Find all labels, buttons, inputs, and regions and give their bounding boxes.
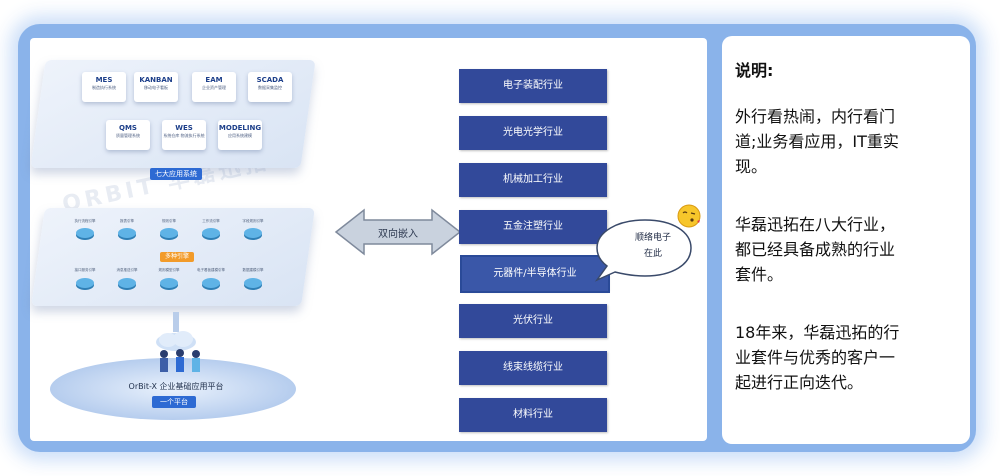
engine-disc [202, 278, 220, 288]
systems-label: 七大应用系统 [150, 168, 202, 180]
engine-disc [118, 228, 136, 238]
text-line: 都已经具备成熟的行业 [735, 240, 896, 259]
engine-label: 工作流引擎 [202, 219, 220, 223]
module-eam: EAM 企业资产管理 [192, 72, 236, 102]
kiss-emoji-icon [677, 204, 701, 228]
text-line: 18年来，华磊迅拓的行 [735, 323, 900, 342]
cloud-connector-icon [156, 312, 196, 351]
explanation-paragraph-2: 华磊迅拓在八大行业， 都已经具备成熟的行业 套件。 [735, 212, 957, 287]
engine-disc [202, 228, 220, 238]
engine-disc [160, 278, 178, 288]
module-title: QMS [119, 124, 137, 132]
industry-item: 光伏行业 [459, 304, 607, 338]
engine-label: 规则模型引擎 [158, 268, 180, 272]
explanation-panel [722, 36, 970, 444]
module-title: MES [95, 76, 113, 84]
engine-label: 规则引擎 [162, 219, 176, 223]
industry-item: 材料行业 [459, 398, 607, 432]
module-title: MODELING [218, 124, 262, 132]
module-title: WES [175, 124, 193, 132]
module-title: EAM [205, 76, 223, 84]
module-subtitle: 应用系统建模 [228, 133, 252, 138]
explanation-paragraph-1: 外行看热闹，内行看门 道;业务看应用，IT重实 现。 [735, 104, 957, 179]
text-line: 套件。 [735, 265, 784, 284]
module-subtitle: 系统仓库 物流执行系统 [163, 133, 205, 138]
explanation-paragraph-3: 18年来，华磊迅拓的行 业套件与优秀的客户一 起进行正向迭代。 [735, 320, 957, 395]
engine-label: 报表引擎 [120, 219, 134, 223]
foundation-title: OrBit-X 企业基础应用平台 [128, 382, 224, 391]
module-wes: WES 系统仓库 物流执行系统 [162, 120, 206, 150]
engine-disc [76, 278, 94, 288]
engine-label: 数据建模引擎 [242, 268, 264, 272]
bubble-line: 在此 [643, 249, 662, 259]
engine-label: 字段规则引擎 [242, 219, 264, 223]
module-mes: MES 制造执行系统 [82, 72, 126, 102]
text-line: 业套件与优秀的客户一 [735, 348, 896, 367]
bubble-line: 顺络电子 [634, 233, 671, 243]
explanation-title: 说明: [735, 61, 774, 80]
engine-label: 接口服务引擎 [74, 268, 96, 272]
engine-disc [244, 278, 262, 288]
module-kanban: KANBAN 移动电子看板 [134, 72, 178, 102]
module-qms: QMS 质量管理系统 [106, 120, 150, 150]
foundation-platform [50, 358, 296, 420]
engine-disc [160, 228, 178, 238]
industry-item: 电子装配行业 [459, 69, 607, 103]
engine-disc [118, 278, 136, 288]
module-subtitle: 数据采集监控 [258, 85, 282, 90]
text-line: 道;业务看应用，IT重实 [735, 132, 899, 151]
industry-item: 机械加工行业 [459, 163, 607, 197]
engine-label: 消息推送引擎 [116, 268, 138, 272]
foundation-tag: 一个平台 [152, 396, 196, 408]
module-subtitle: 质量管理系统 [116, 133, 140, 138]
text-line: 现。 [735, 157, 768, 176]
module-modeling: MODELING 应用系统建模 [218, 120, 262, 150]
arrow-label: 双向嵌入 [378, 229, 418, 240]
bubble-text: 顺络电子 在此 [618, 230, 688, 262]
speech-bubble [594, 219, 692, 282]
industry-item-highlighted: 元器件/半导体行业 [460, 255, 610, 293]
engines-label: 多种引擎 [160, 252, 195, 262]
industry-item: 线束线缆行业 [459, 351, 607, 385]
engine-label: 电子看板建模引擎 [197, 268, 225, 272]
text-line: 起进行正向迭代。 [735, 373, 864, 392]
engine-label: 执行流程引擎 [74, 219, 96, 223]
module-scada: SCADA 数据采集监控 [248, 72, 292, 102]
text-line: 外行看热闹，内行看门 [735, 107, 896, 126]
engine-disc [244, 228, 262, 238]
module-title: KANBAN [139, 76, 173, 84]
industry-item: 光电光学行业 [459, 116, 607, 150]
engine-disc [76, 228, 94, 238]
module-subtitle: 制造执行系统 [92, 85, 116, 90]
module-subtitle: 企业资产管理 [202, 85, 226, 90]
text-line: 华磊迅拓在八大行业， [735, 215, 896, 234]
industry-item: 五金注塑行业 [459, 210, 607, 244]
module-subtitle: 移动电子看板 [144, 85, 168, 90]
people-icon [160, 349, 200, 372]
module-title: SCADA [256, 76, 284, 84]
